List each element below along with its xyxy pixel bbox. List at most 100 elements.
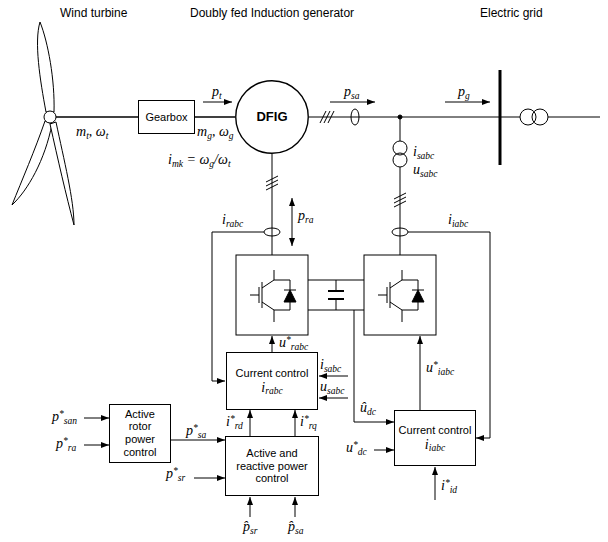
math-subscript: sabc [327, 386, 344, 396]
math-symbol: i [425, 437, 429, 452]
math-subscript: g [209, 159, 214, 169]
signal-name: pt [212, 84, 222, 99]
math-symbol: i [222, 212, 226, 227]
three-phase-mark [328, 111, 334, 123]
math-subscript: iabc [438, 367, 454, 377]
math-separator: = [183, 152, 199, 167]
branch-line [400, 167, 401, 255]
grid-current-control: Current controliiabc [394, 410, 476, 466]
math-symbol: i [413, 144, 417, 159]
signal-arrow [194, 478, 225, 479]
hub [44, 111, 56, 123]
math-symbol: i [441, 478, 445, 493]
math-subscript: sabc [417, 151, 434, 161]
rotor-line [272, 154, 273, 255]
signal-name: p̂sa [288, 519, 303, 534]
math-subscript: sr [178, 473, 185, 483]
signal-arrows [84, 336, 435, 517]
signal-name: u*dc [346, 440, 367, 455]
power-control: Active and reactive power control [225, 436, 319, 496]
math-symbol: i [320, 357, 324, 372]
node-text: Current control [399, 424, 472, 437]
signal-name: usabc [320, 379, 344, 394]
math-symbol: p̂ [288, 519, 295, 534]
signal-name: irabc [222, 212, 243, 227]
signal-arrow [295, 497, 296, 517]
connector [195, 116, 235, 118]
igbt-symbol [378, 270, 424, 322]
math-subscript: t [106, 131, 109, 141]
gearbox-box: Gearbox [138, 100, 195, 134]
node-text: Active rotor power control [113, 408, 167, 459]
math-subscript: rq [309, 421, 317, 431]
current-sensor [351, 109, 359, 125]
math-symbol: i [261, 380, 265, 395]
edge-label: p*sa [186, 423, 206, 438]
math-subscript: mk [172, 159, 183, 169]
converters [236, 255, 436, 335]
math-separator: / [214, 152, 218, 167]
math-subscript: sr [250, 526, 257, 536]
signal-name: usabc [413, 162, 437, 177]
math-symbol: u [346, 440, 353, 455]
math-subscript: sabc [420, 169, 437, 179]
signal-arrow [374, 450, 394, 451]
math-subscript: t [219, 91, 222, 101]
signal-name: pg [458, 84, 470, 99]
blade [12, 121, 52, 205]
math-symbol: û [360, 400, 367, 415]
math-superscript: * [63, 436, 68, 446]
current-sensor [392, 228, 408, 236]
signal-name: p*ra [56, 436, 76, 451]
stator-line [309, 117, 500, 118]
math-superscript: * [433, 360, 438, 370]
transformer-winding [393, 153, 407, 167]
rotor-converter [236, 255, 308, 335]
signal-arrow [319, 398, 348, 399]
transformer-winding [532, 109, 548, 125]
signal-arrow [250, 497, 251, 517]
section-title: Wind turbine [60, 6, 127, 20]
section-title: Electric grid [480, 6, 543, 20]
connector [295, 410, 296, 436]
node-text: iiabc [425, 437, 445, 452]
dc-link [308, 280, 394, 422]
three-phase-mark [394, 201, 406, 207]
generator-circle: DFIG [235, 80, 309, 154]
math-superscript: * [230, 414, 235, 424]
rotor-power-control: Active rotor power control [109, 404, 171, 463]
math-symbol: ω [219, 124, 229, 139]
signal-name: u*rabc [279, 335, 308, 350]
math-subscript: iabc [429, 443, 445, 453]
signal-name: isabc [413, 144, 434, 159]
math-symbol: i [168, 152, 172, 167]
signal-name: iiabc [448, 212, 468, 227]
shaft [56, 116, 138, 118]
power-arrow [292, 198, 293, 246]
edge-label: i*rd [226, 414, 243, 429]
math-symbol: p [212, 84, 219, 99]
circle-shape [236, 81, 309, 154]
signal-name: p̂sr [243, 519, 257, 534]
math-subscript: sa [295, 526, 303, 536]
math-subscript: dc [358, 447, 367, 457]
signal-name: mt, ωt [76, 124, 108, 139]
math-subscript: id [450, 485, 457, 495]
math-subscript: iabc [452, 219, 468, 229]
math-subscript: dc [367, 407, 376, 417]
math-superscript: * [304, 414, 309, 424]
math-symbol: i [300, 414, 304, 429]
math-symbol: m [76, 124, 86, 139]
math-subscript: t [86, 131, 89, 141]
signal-name: pra [298, 208, 313, 223]
node-text: Active and reactive power control [229, 447, 315, 485]
signal-name: isabc [320, 357, 341, 372]
branch-line [400, 117, 401, 141]
signal-name: p*sr [166, 466, 185, 481]
math-symbol: p [52, 409, 59, 424]
math-subscript: rabc [291, 342, 308, 352]
grid-converter [364, 255, 436, 335]
math-symbol: p [458, 84, 465, 99]
signal-arrow [420, 336, 421, 410]
